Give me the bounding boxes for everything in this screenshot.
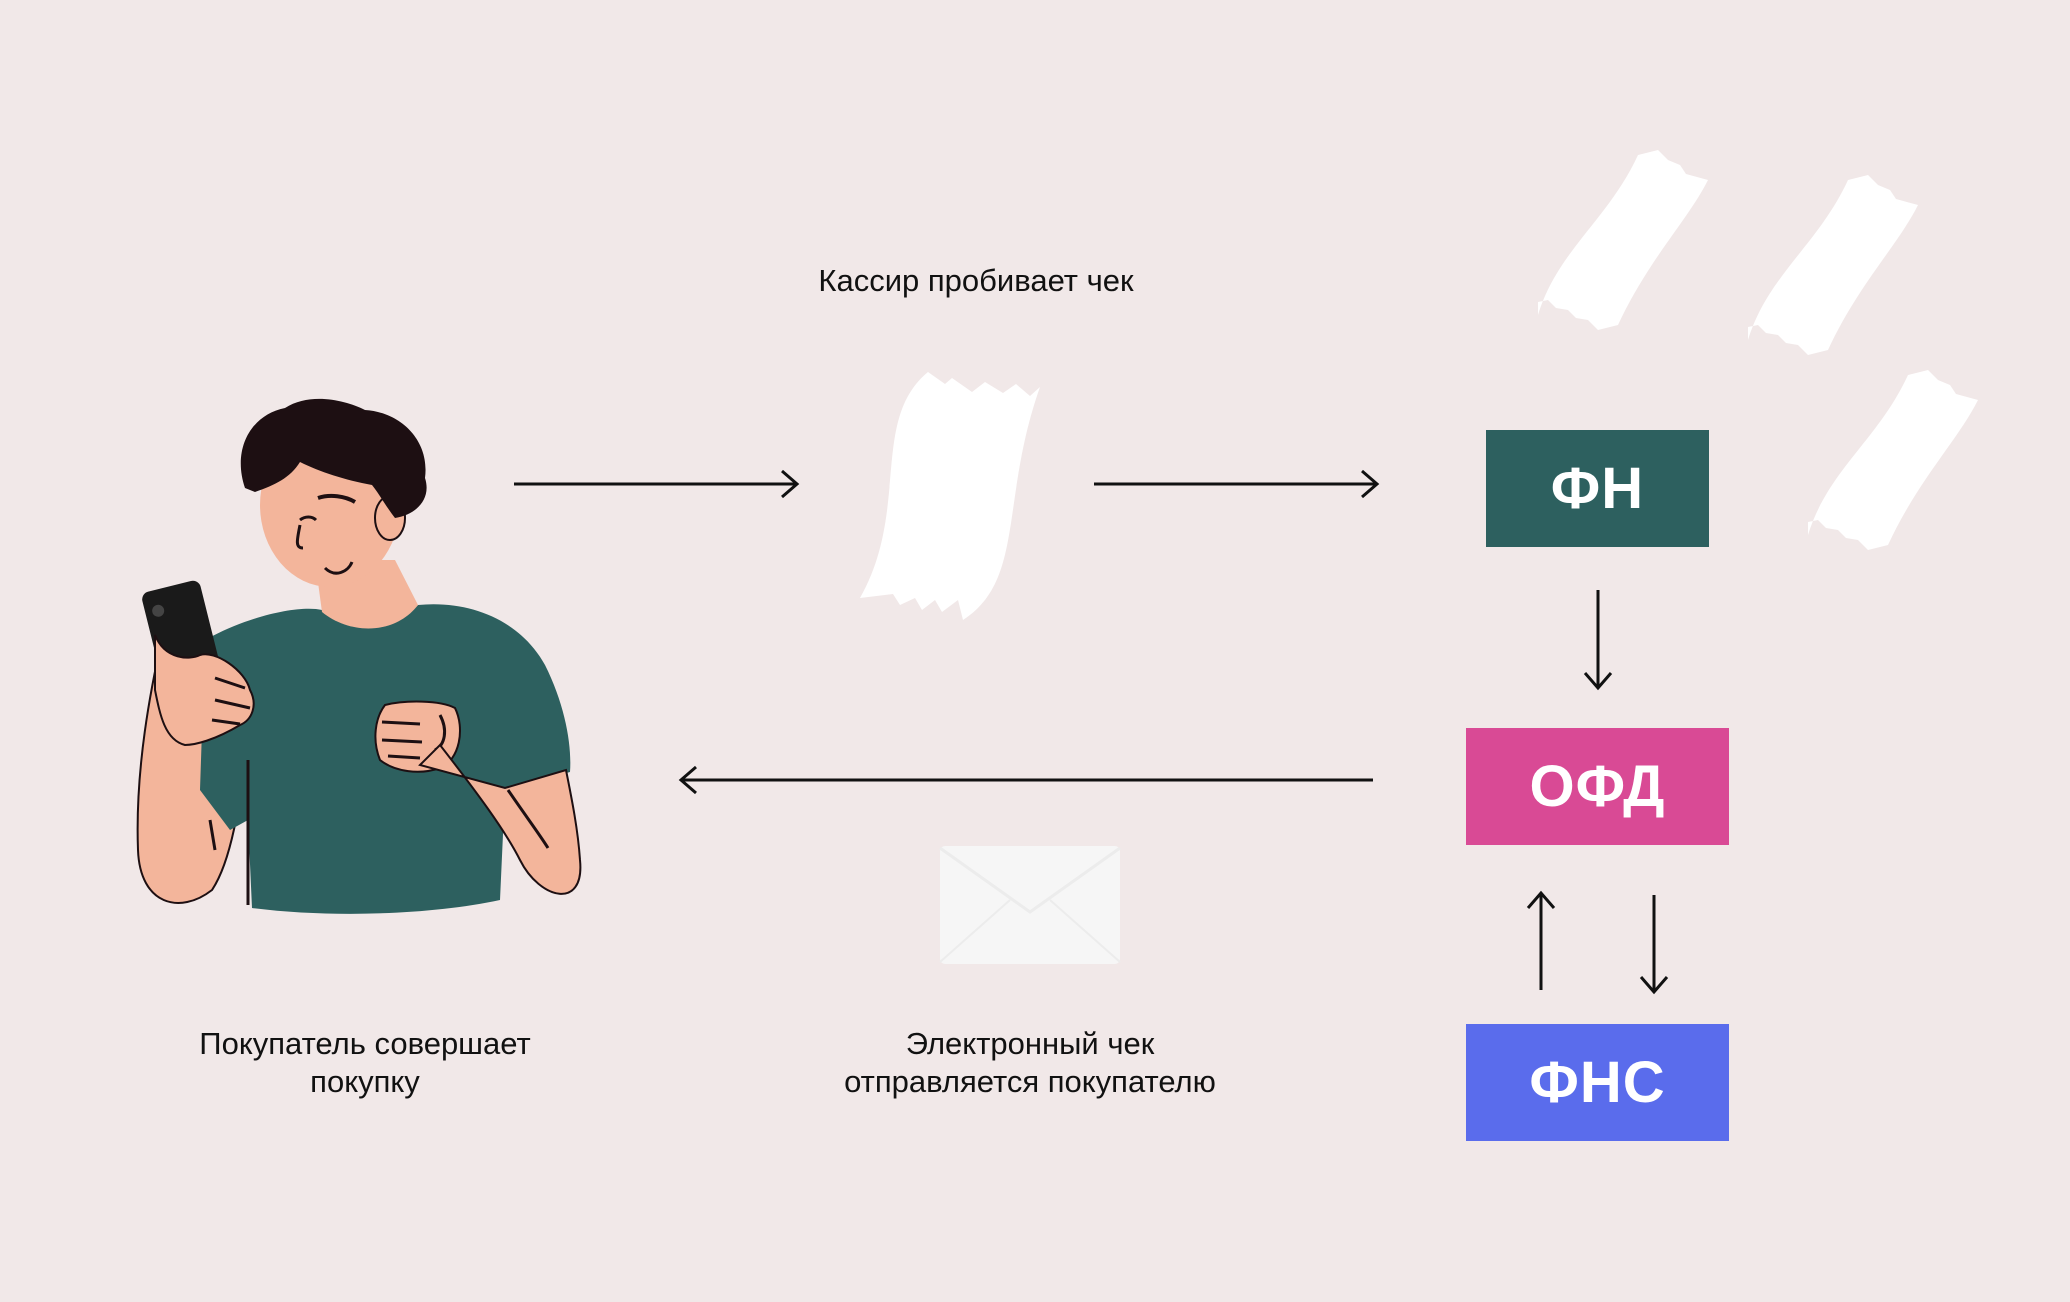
receipt-step-line2: отправляется покупателю xyxy=(844,1064,1216,1099)
person-arm-crease xyxy=(506,789,550,849)
buyer-step-line2: покупку xyxy=(310,1064,420,1099)
buyer-step-label: Покупатель совершает покупку xyxy=(140,1025,590,1101)
person-with-phone-icon xyxy=(136,398,582,914)
person-eye xyxy=(299,515,318,522)
arrow-ofd-to-buyer xyxy=(678,765,1373,795)
arrow-receipt-to-fn xyxy=(1094,469,1380,499)
envelope-icon xyxy=(939,846,1121,964)
arrow-fn-to-ofd xyxy=(1583,590,1613,691)
arrow-fns-to-ofd xyxy=(1526,890,1556,990)
person-mouth xyxy=(323,561,354,575)
person-wrist-line xyxy=(208,819,217,851)
flying-receipt-icon-2 xyxy=(1748,175,1918,355)
cashier-step-label: Кассир пробивает чек xyxy=(776,262,1176,300)
receipt-step-line1: Электронный чек xyxy=(905,1026,1155,1061)
flying-receipt-icon-1 xyxy=(1538,150,1708,330)
person-fist-lines xyxy=(381,714,447,760)
person-right-arm xyxy=(418,743,582,895)
person-finger-lines xyxy=(211,676,251,726)
arrow-buyer-to-receipt xyxy=(514,469,800,499)
person-hair xyxy=(240,398,427,518)
ofd-node: ОФД xyxy=(1466,728,1729,845)
ofd-node-label: ОФД xyxy=(1529,754,1666,819)
cashier-step-text: Кассир пробивает чек xyxy=(818,263,1134,298)
fns-node-label: ФНС xyxy=(1529,1050,1666,1115)
paper-receipt-icon xyxy=(860,372,1040,620)
fn-node-label: ФН xyxy=(1550,456,1645,521)
person-nose xyxy=(295,524,304,550)
person-phone-hand xyxy=(154,634,255,747)
fns-node: ФНС xyxy=(1466,1024,1729,1141)
arrow-ofd-to-fns xyxy=(1639,895,1669,995)
flying-receipt-icon-3 xyxy=(1808,370,1978,550)
fn-node: ФН xyxy=(1486,430,1709,547)
buyer-step-line1: Покупатель совершает xyxy=(199,1026,531,1061)
person-eyebrow xyxy=(317,493,357,504)
receipt-step-label: Электронный чек отправляется покупателю xyxy=(780,1025,1280,1101)
